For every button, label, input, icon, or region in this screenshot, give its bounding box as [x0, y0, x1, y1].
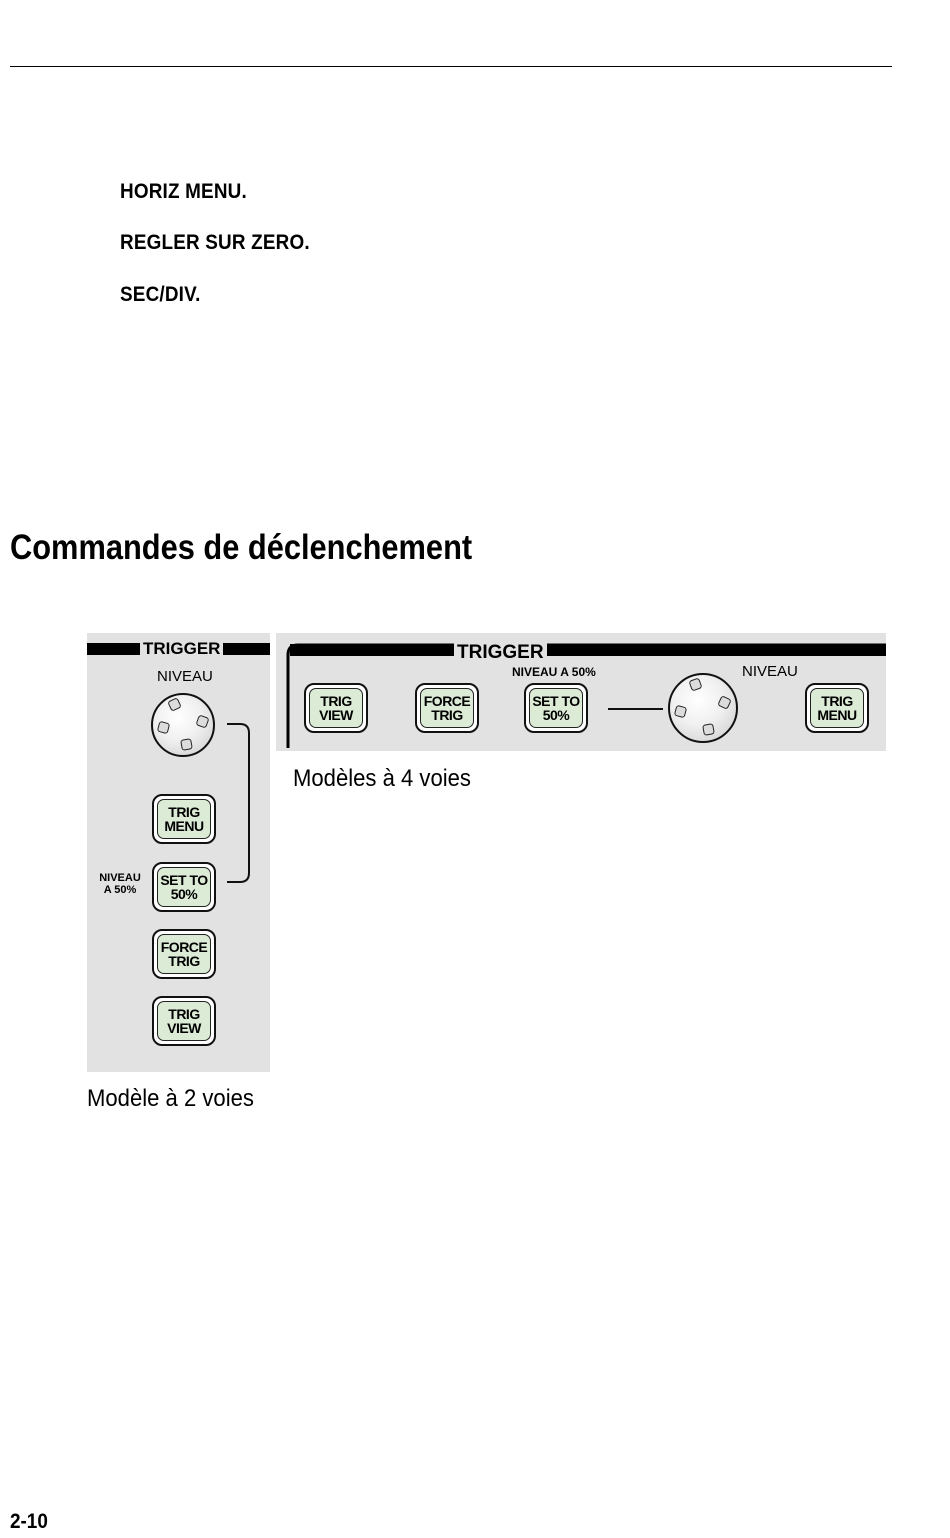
term-horiz-menu: HORIZ MENU. — [120, 180, 247, 204]
button-label: TRIG — [431, 708, 462, 722]
term-regler-sur-zero: REGLER SUR ZERO. — [120, 231, 310, 255]
section-heading: Commandes de déclenchement — [10, 528, 472, 568]
caption-2ch: Modèle à 2 voies — [87, 1085, 254, 1113]
button-label: FORCE — [161, 940, 208, 954]
button-label: VIEW — [167, 1021, 201, 1035]
trigger-panel-4ch: TRIGGER NIVEAU A 50% NIVEAU TRIG VIEW FO… — [276, 633, 886, 751]
trig-menu-button[interactable]: TRIG MENU — [152, 794, 216, 844]
button-label: SET TO — [160, 873, 207, 887]
top-rule — [10, 66, 892, 67]
button-label: TRIG — [168, 954, 199, 968]
trig-view-button-4ch[interactable]: TRIG VIEW — [304, 683, 368, 733]
knob-grip — [717, 695, 732, 710]
button-label: MENU — [817, 708, 856, 722]
knob-grip — [674, 705, 687, 718]
panel-4ch-header: TRIGGER — [454, 643, 547, 662]
button-label: TRIG — [168, 805, 199, 819]
knob-grip — [688, 677, 702, 691]
button-label: 50% — [171, 887, 198, 901]
button-label: SET TO — [532, 694, 579, 708]
button-label: 50% — [543, 708, 570, 722]
set-to-50-button[interactable]: SET TO 50% — [152, 862, 216, 912]
trigger-level-knob-4ch[interactable] — [668, 673, 738, 743]
set-to-50-button-4ch[interactable]: SET TO 50% — [524, 683, 588, 733]
panel-4ch-knob-label: NIVEAU — [742, 663, 798, 680]
connector-line — [608, 708, 663, 710]
trigger-panel-2ch: TRIGGER NIVEAU TRIG MENU NIVEAU A 50% SE… — [87, 633, 270, 1072]
button-label: TRIG — [168, 1007, 199, 1021]
force-trig-button[interactable]: FORCE TRIG — [152, 929, 216, 979]
panel-4ch-header-bar — [290, 644, 886, 656]
button-label: MENU — [164, 819, 203, 833]
set-level-label: NIVEAU A 50% — [512, 666, 596, 678]
button-label: FORCE — [424, 694, 471, 708]
knob-grip — [702, 723, 715, 736]
caption-4ch: Modèles à 4 voies — [293, 765, 471, 793]
set-level-side-label: NIVEAU A 50% — [95, 872, 145, 896]
trig-menu-button-4ch[interactable]: TRIG MENU — [805, 683, 869, 733]
button-label: TRIG — [320, 694, 351, 708]
term-sec-div: SEC/DIV. — [120, 283, 201, 307]
button-label: VIEW — [319, 708, 353, 722]
button-label: TRIG — [821, 694, 852, 708]
force-trig-button-4ch[interactable]: FORCE TRIG — [415, 683, 479, 733]
page-number: 2-10 — [10, 1510, 48, 1534]
trig-view-button[interactable]: TRIG VIEW — [152, 996, 216, 1046]
